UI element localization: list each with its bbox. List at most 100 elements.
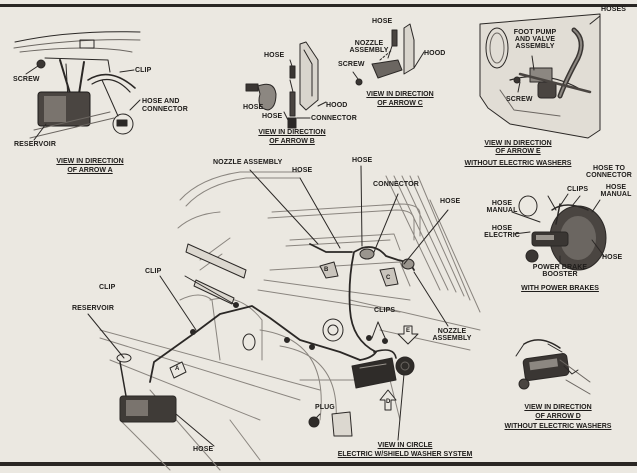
view-b-caption-line2: OF ARROW B — [269, 138, 315, 145]
view-a-caption-line2: OF ARROW A — [67, 167, 113, 174]
view-d-caption-line1: VIEW IN DIRECTION — [524, 404, 592, 411]
view-c-caption-line1: VIEW IN DIRECTION — [366, 91, 434, 98]
fender-contours — [100, 172, 480, 470]
view-b-illustration — [246, 42, 326, 128]
arrow-marker-a — [170, 362, 186, 378]
pb-label-hose-manual-left-2: MANUAL — [486, 207, 518, 214]
nozzle-c-mount — [380, 268, 398, 286]
nozzle-b-mount — [320, 262, 338, 278]
main-label-reservoir: RESERVOIR — [72, 305, 115, 312]
view-e-label-screw: SCREW — [506, 96, 533, 103]
arrow-letter-d: D — [386, 399, 391, 405]
pb-label-connector: CONNECTOR — [586, 172, 632, 179]
main-view-illustration — [88, 166, 480, 470]
view-c-label-hose: HOSE — [372, 18, 393, 25]
main-label-hose-bottom: HOSE — [193, 446, 214, 453]
hood-hinge-upper — [186, 244, 246, 278]
view-a-connector-circle — [113, 114, 133, 134]
view-e-label-and-valve: AND VALVE — [514, 36, 556, 43]
main-label-assembly-right: ASSEMBLY — [432, 335, 472, 342]
view-a-label-clip: CLIP — [135, 67, 152, 74]
pb-label-clips: CLIPS — [567, 186, 589, 193]
view-c-label-assembly: ASSEMBLY — [349, 47, 389, 54]
view-b-label-hose-bottom: HOSE — [262, 113, 283, 120]
view-b-label-hood: HOOD — [326, 102, 348, 109]
view-b-caption-line1: VIEW IN DIRECTION — [258, 129, 326, 136]
power-brakes-illustration — [512, 194, 606, 270]
view-c-label-nozzle: NOZZLE — [354, 40, 384, 47]
main-label-hose-1: HOSE — [292, 167, 313, 174]
view-b-label-hose-left: HOSE — [243, 104, 264, 111]
view-e-label-foot-pump: FOOT PUMP — [513, 29, 557, 36]
hose-clip — [191, 330, 196, 335]
view-e-illustration — [480, 14, 600, 138]
main-label-plug: PLUG — [315, 404, 335, 411]
arrow-letter-c: C — [386, 275, 391, 281]
pb-label-hose-electric-2: ELECTRIC — [484, 232, 520, 239]
main-caption-line1: VIEW IN CIRCLE — [377, 442, 433, 449]
washer-pump — [352, 358, 396, 388]
view-b-hose-top — [290, 66, 295, 78]
view-e-label-assembly: ASSEMBLY — [515, 43, 555, 50]
view-e-pump — [538, 82, 556, 98]
pb-label-hose: HOSE — [602, 254, 623, 261]
view-e-caption-line3: WITHOUT ELECTRIC WASHERS — [464, 160, 572, 167]
hose-clip — [383, 339, 388, 344]
arrow-letter-b: B — [324, 267, 329, 273]
leader-lines — [88, 166, 448, 446]
view-a-caption-line1: VIEW IN DIRECTION — [56, 158, 124, 165]
pb-label-booster: BOOSTER — [542, 271, 578, 278]
view-a-hose — [88, 75, 135, 88]
view-e-caption-line2: OF ARROW E — [495, 148, 541, 155]
view-a-label-hose-and: HOSE AND — [142, 98, 180, 105]
main-label-hose-3: HOSE — [440, 198, 461, 205]
pb-label-hose-to: HOSE TO — [592, 165, 626, 172]
main-caption-line2: ELECTRIC W/SHIELD WASHER SYSTEM — [337, 451, 473, 458]
view-b-label-connector: CONNECTOR — [311, 115, 357, 122]
top-border-rule — [0, 4, 637, 7]
view-c-nozzle — [372, 60, 402, 78]
pb-label-hose-electric-1: HOSE — [491, 225, 513, 232]
main-label-nozzle-assembly-top: NOZZLE ASSEMBLY — [213, 159, 283, 166]
view-b-label-hose-top: HOSE — [264, 52, 285, 59]
view-c-label-screw: SCREW — [338, 61, 365, 68]
main-label-clip-1: CLIP — [99, 284, 116, 291]
view-a-label-screw: SCREW — [13, 76, 40, 83]
main-label-hose-2: HOSE — [352, 157, 373, 164]
view-a-label-reservoir: RESERVOIR — [14, 141, 57, 148]
view-c-label-hood: HOOD — [424, 50, 446, 57]
view-c-illustration — [353, 24, 424, 85]
view-b-connector — [290, 92, 295, 116]
main-label-clips: CLIPS — [374, 307, 396, 314]
main-label-connector: CONNECTOR — [373, 181, 419, 188]
engine-component — [323, 319, 343, 341]
view-b-hose-bottom — [288, 118, 296, 128]
view-a-label-connector: CONNECTOR — [142, 106, 188, 113]
view-b-hose-left — [246, 84, 258, 91]
pb-caption: WITH POWER BRAKES — [521, 285, 599, 292]
view-in-circle-marker — [396, 357, 414, 375]
view-e-caption-line1: VIEW IN DIRECTION — [484, 140, 552, 147]
arrow-letter-a: A — [175, 366, 180, 372]
view-e-label-hoses: HOSES — [601, 6, 627, 13]
hose-clip — [234, 303, 239, 308]
view-d-illustration — [516, 340, 590, 394]
arrow-marker-e — [398, 326, 418, 344]
hose-connector — [360, 249, 374, 259]
hose-clip — [285, 338, 290, 343]
view-a-illustration — [14, 32, 140, 140]
pb-label-power-brake: POWER BRAKE — [532, 264, 588, 271]
main-label-nozzle-right: NOZZLE — [437, 328, 467, 335]
view-c-hose — [392, 30, 397, 46]
view-c-caption-line2: OF ARROW C — [377, 100, 423, 107]
pb-label-hose-manual-left-1: HOSE — [491, 200, 513, 207]
view-a-screw — [37, 60, 45, 68]
view-c-screw — [356, 79, 362, 85]
hose-clip — [310, 345, 315, 350]
view-d-caption-line2: OF ARROW D — [535, 413, 581, 420]
arrow-marker-d — [380, 390, 396, 410]
pb-label-hose-manual-right-1: HOSE — [605, 184, 627, 191]
main-label-clip-2: CLIP — [145, 268, 162, 275]
